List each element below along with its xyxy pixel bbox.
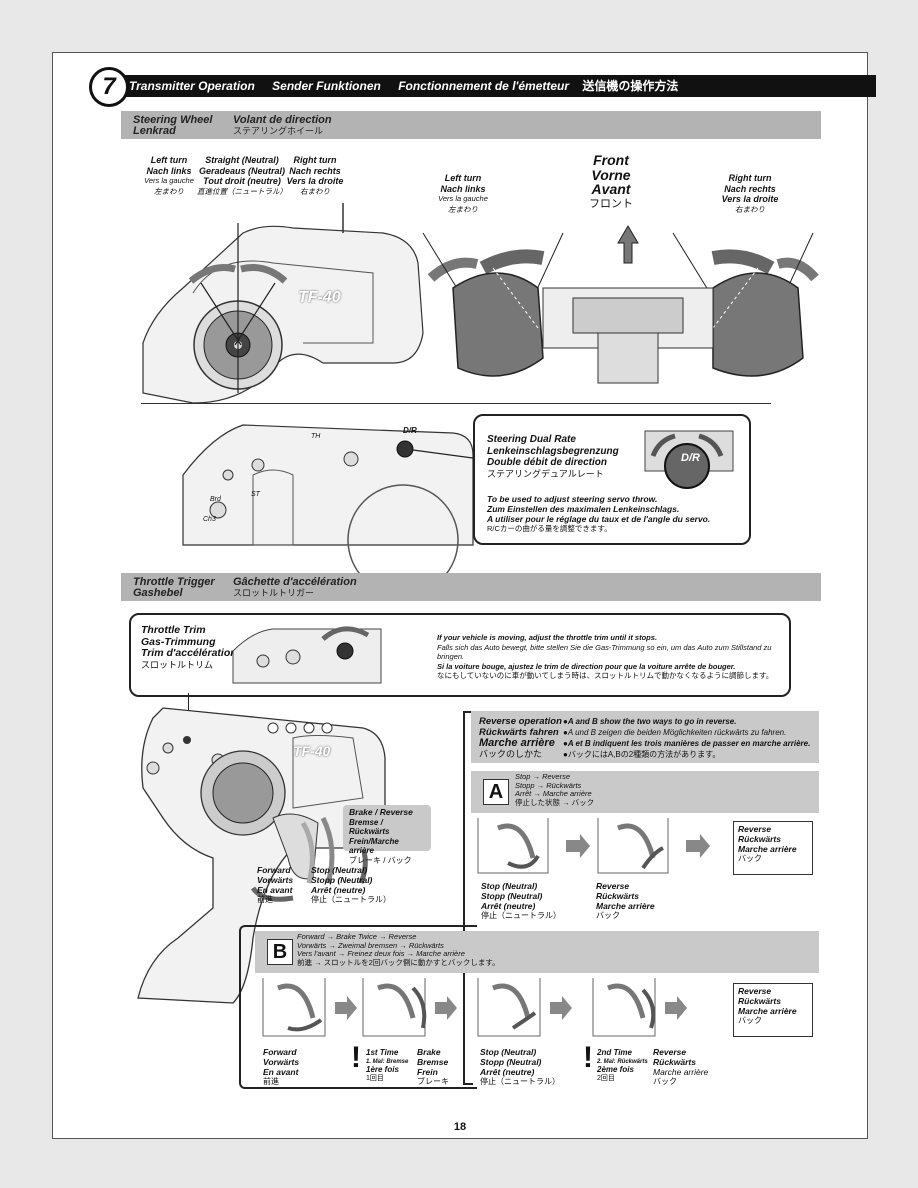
throttle-header-l2: Gashebel — [133, 587, 183, 599]
method-a-diagrams — [477, 818, 710, 874]
ch3-label: Ch3 — [203, 516, 216, 523]
page-number: 18 — [453, 1121, 467, 1133]
title-bar: Transmitter Operation Sender Funktionen … — [121, 75, 876, 97]
steering-header-r1: Volant de direction — [233, 114, 332, 126]
steering-header-r2: ステアリングホイール — [233, 126, 324, 136]
th-label: TH — [311, 433, 321, 440]
car-front-illustration — [422, 225, 819, 384]
throttle-header-r1: Gâchette d'accélération — [233, 576, 357, 588]
brd-label: Brd — [210, 496, 221, 503]
throttle-transmitter-illustration — [137, 707, 386, 1004]
method-b-badge: B — [267, 939, 293, 965]
throttle-trim-illustration — [232, 626, 382, 684]
dr-knob-illustration — [644, 430, 734, 489]
method-a-badge: A — [483, 779, 509, 805]
transmitter-steering-illustration — [142, 203, 424, 404]
manual-page: Transmitter Operation Sender Funktionen … — [52, 52, 876, 1139]
method-b-diagrams — [262, 978, 687, 1037]
dr-knob-label: D/R — [681, 452, 700, 464]
title-fr: Fonctionnement de l'émetteur — [398, 79, 570, 93]
steering-header: Steering Wheel Lenkrad Volant de directi… — [121, 111, 821, 139]
dual-rate-desc: To be used to adjust steering servo thro… — [487, 494, 711, 533]
method-a-stop-label: Stop (Neutral)Stopp (Neutral)Arrêt (neut… — [481, 881, 561, 920]
title-en: Transmitter Operation — [129, 79, 255, 93]
throttle-header-l1: Throttle Trigger — [133, 576, 215, 588]
throttle-header: Throttle Trigger Gashebel Gâchette d'acc… — [121, 573, 821, 601]
attention-icon-2: ! — [583, 1041, 593, 1074]
dr-small-label: D/R — [403, 426, 417, 435]
title-jp: 送信機の操作方法 — [582, 79, 679, 93]
st-label: ST — [251, 491, 260, 498]
method-b-stop-label: Stop (Neutral)Stopp (Neutral)Arrêt (neut… — [480, 1047, 560, 1086]
title-de: Sender Funktionen — [272, 79, 381, 93]
steering-header-l1: Steering Wheel — [133, 114, 213, 126]
method-b-bracket — [239, 925, 477, 1089]
reverse-bracket — [463, 711, 473, 1085]
throttle-header-r2: スロットルトリガー — [233, 588, 315, 598]
step-number: 7 — [89, 67, 129, 107]
attention-icon-1: ! — [351, 1041, 361, 1074]
throttle-trim-desc: If your vehicle is moving, adjust the th… — [437, 633, 774, 680]
straight-label: Straight (Neutral)Geradeaus (Neutral) To… — [197, 155, 287, 196]
brand-logo-2: TF-40 — [293, 743, 331, 759]
steering-header-l2: Lenkrad — [133, 125, 176, 137]
section-divider — [141, 403, 771, 404]
brand-logo: TF-40 — [298, 289, 341, 306]
dual-rate-transmitter-illustration — [182, 424, 526, 596]
reverse-operation-notes: ●A and B show the two ways to go in reve… — [563, 717, 811, 759]
stop-neutral-label: Stop (Neutral)Stopp (Neutral)Arrêt (neut… — [311, 865, 391, 904]
